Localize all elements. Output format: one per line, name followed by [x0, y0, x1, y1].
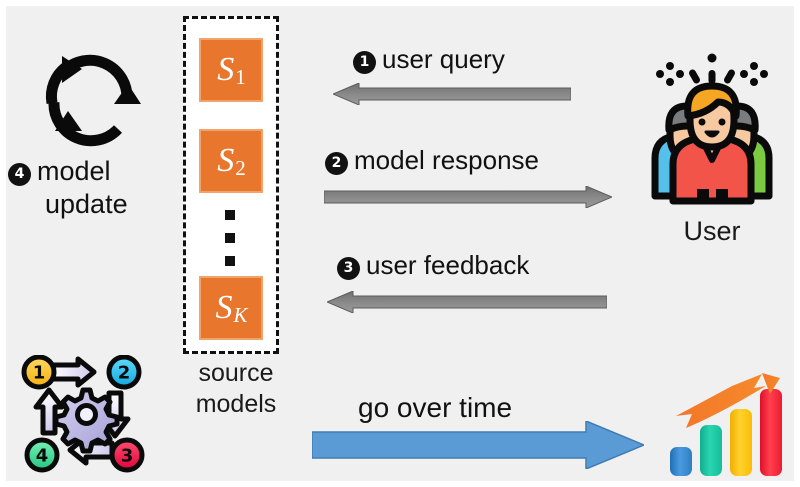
step-badge-2: 2: [325, 151, 348, 175]
step-badge-1: 1: [353, 50, 376, 74]
model-symbol: S: [215, 289, 233, 326]
svg-text:1: 1: [33, 363, 46, 384]
diagram-panel: [6, 6, 794, 481]
user-feedback-arrow-left: [325, 290, 608, 314]
user-query-arrow-left: [331, 82, 572, 106]
model-subscript: 2: [235, 155, 246, 180]
model-update-label-line1: model: [37, 156, 111, 186]
user-caption: User: [683, 216, 741, 246]
source-models-caption-line2: models: [195, 389, 277, 418]
model-symbol: S: [217, 142, 235, 179]
svg-text:2: 2: [118, 363, 131, 384]
circular-refresh-icon: [33, 42, 148, 154]
source-models-caption-line1: source: [198, 359, 274, 387]
go-over-time-label: go over time: [358, 392, 513, 423]
model-response-arrow-right: [323, 185, 614, 209]
step-badge-4: 4: [8, 163, 31, 187]
step-badge-3: 3: [337, 256, 360, 280]
bar-chart-growth-icon: [662, 372, 784, 477]
sparkle-dots: [656, 53, 768, 86]
model-response-text: model response: [354, 145, 539, 175]
model-update-label-line2: update: [45, 188, 128, 219]
vertical-ellipsis-icon: [223, 210, 237, 266]
svg-text:4: 4: [36, 446, 49, 467]
numbered-cycle-gear-icon: 1 2 3 4: [20, 354, 146, 479]
user-feedback-text: user feedback: [366, 250, 530, 280]
go-over-time-arrow: [311, 419, 646, 471]
svg-text:3: 3: [121, 446, 134, 467]
group-of-people-icon: [640, 48, 784, 208]
source-models-caption: source models: [176, 358, 296, 419]
user-query-text: user query: [382, 44, 505, 74]
model-subscript: K: [233, 302, 248, 327]
model-symbol: S: [217, 51, 235, 88]
model-subscript: 1: [235, 64, 246, 89]
